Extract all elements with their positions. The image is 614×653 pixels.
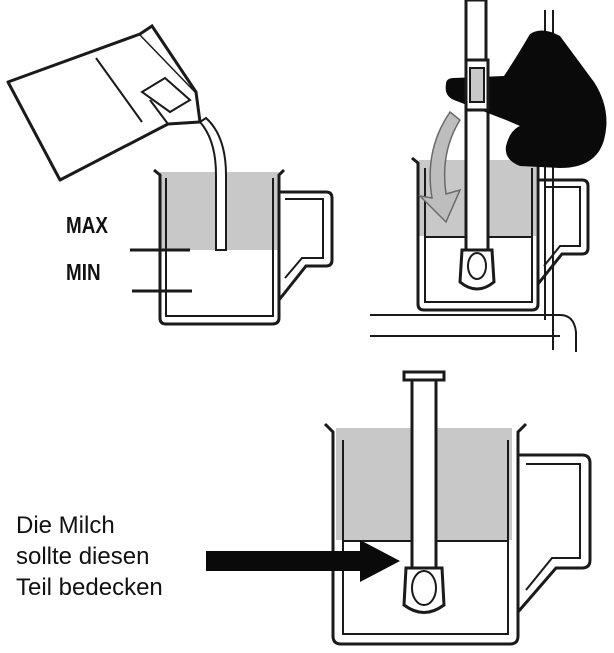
min-label: MIN: [66, 259, 101, 285]
pointer-arrow-icon: [206, 540, 400, 582]
jug-3-body: [323, 422, 528, 646]
caption-line-1: Die Milch: [16, 512, 115, 539]
curved-arrow-icon: [417, 110, 462, 224]
drip-tray: [370, 314, 577, 352]
panel-milk-level: [206, 370, 592, 646]
jug-1-inner-wall: [165, 178, 274, 317]
jug-2-handle: [536, 178, 590, 285]
max-label: MAX: [66, 212, 108, 238]
caption-line-3: Teil bedecken: [16, 574, 163, 601]
hand-icon: [445, 30, 607, 169]
jug-2-body: [411, 156, 545, 312]
milk-stream: [198, 116, 227, 251]
panel-insert-nozzle: [370, 0, 607, 352]
jug-1-body: [153, 168, 286, 326]
caption-line-2: sollte diesen: [16, 543, 150, 570]
panel-pouring-milk: [6, 23, 334, 326]
steam-wand-pipe: [464, 0, 488, 62]
milk-carton: [6, 23, 202, 182]
jug-3-handle: [516, 453, 592, 613]
steam-wand-3-pipe: [410, 378, 438, 570]
steam-wand-sleeve: [464, 108, 490, 252]
jug-1-handle: [277, 190, 334, 301]
instruction-caption: Die Milch sollte diesen Teil bedecken: [16, 510, 216, 603]
jug-1-handle-inner: [284, 198, 324, 279]
